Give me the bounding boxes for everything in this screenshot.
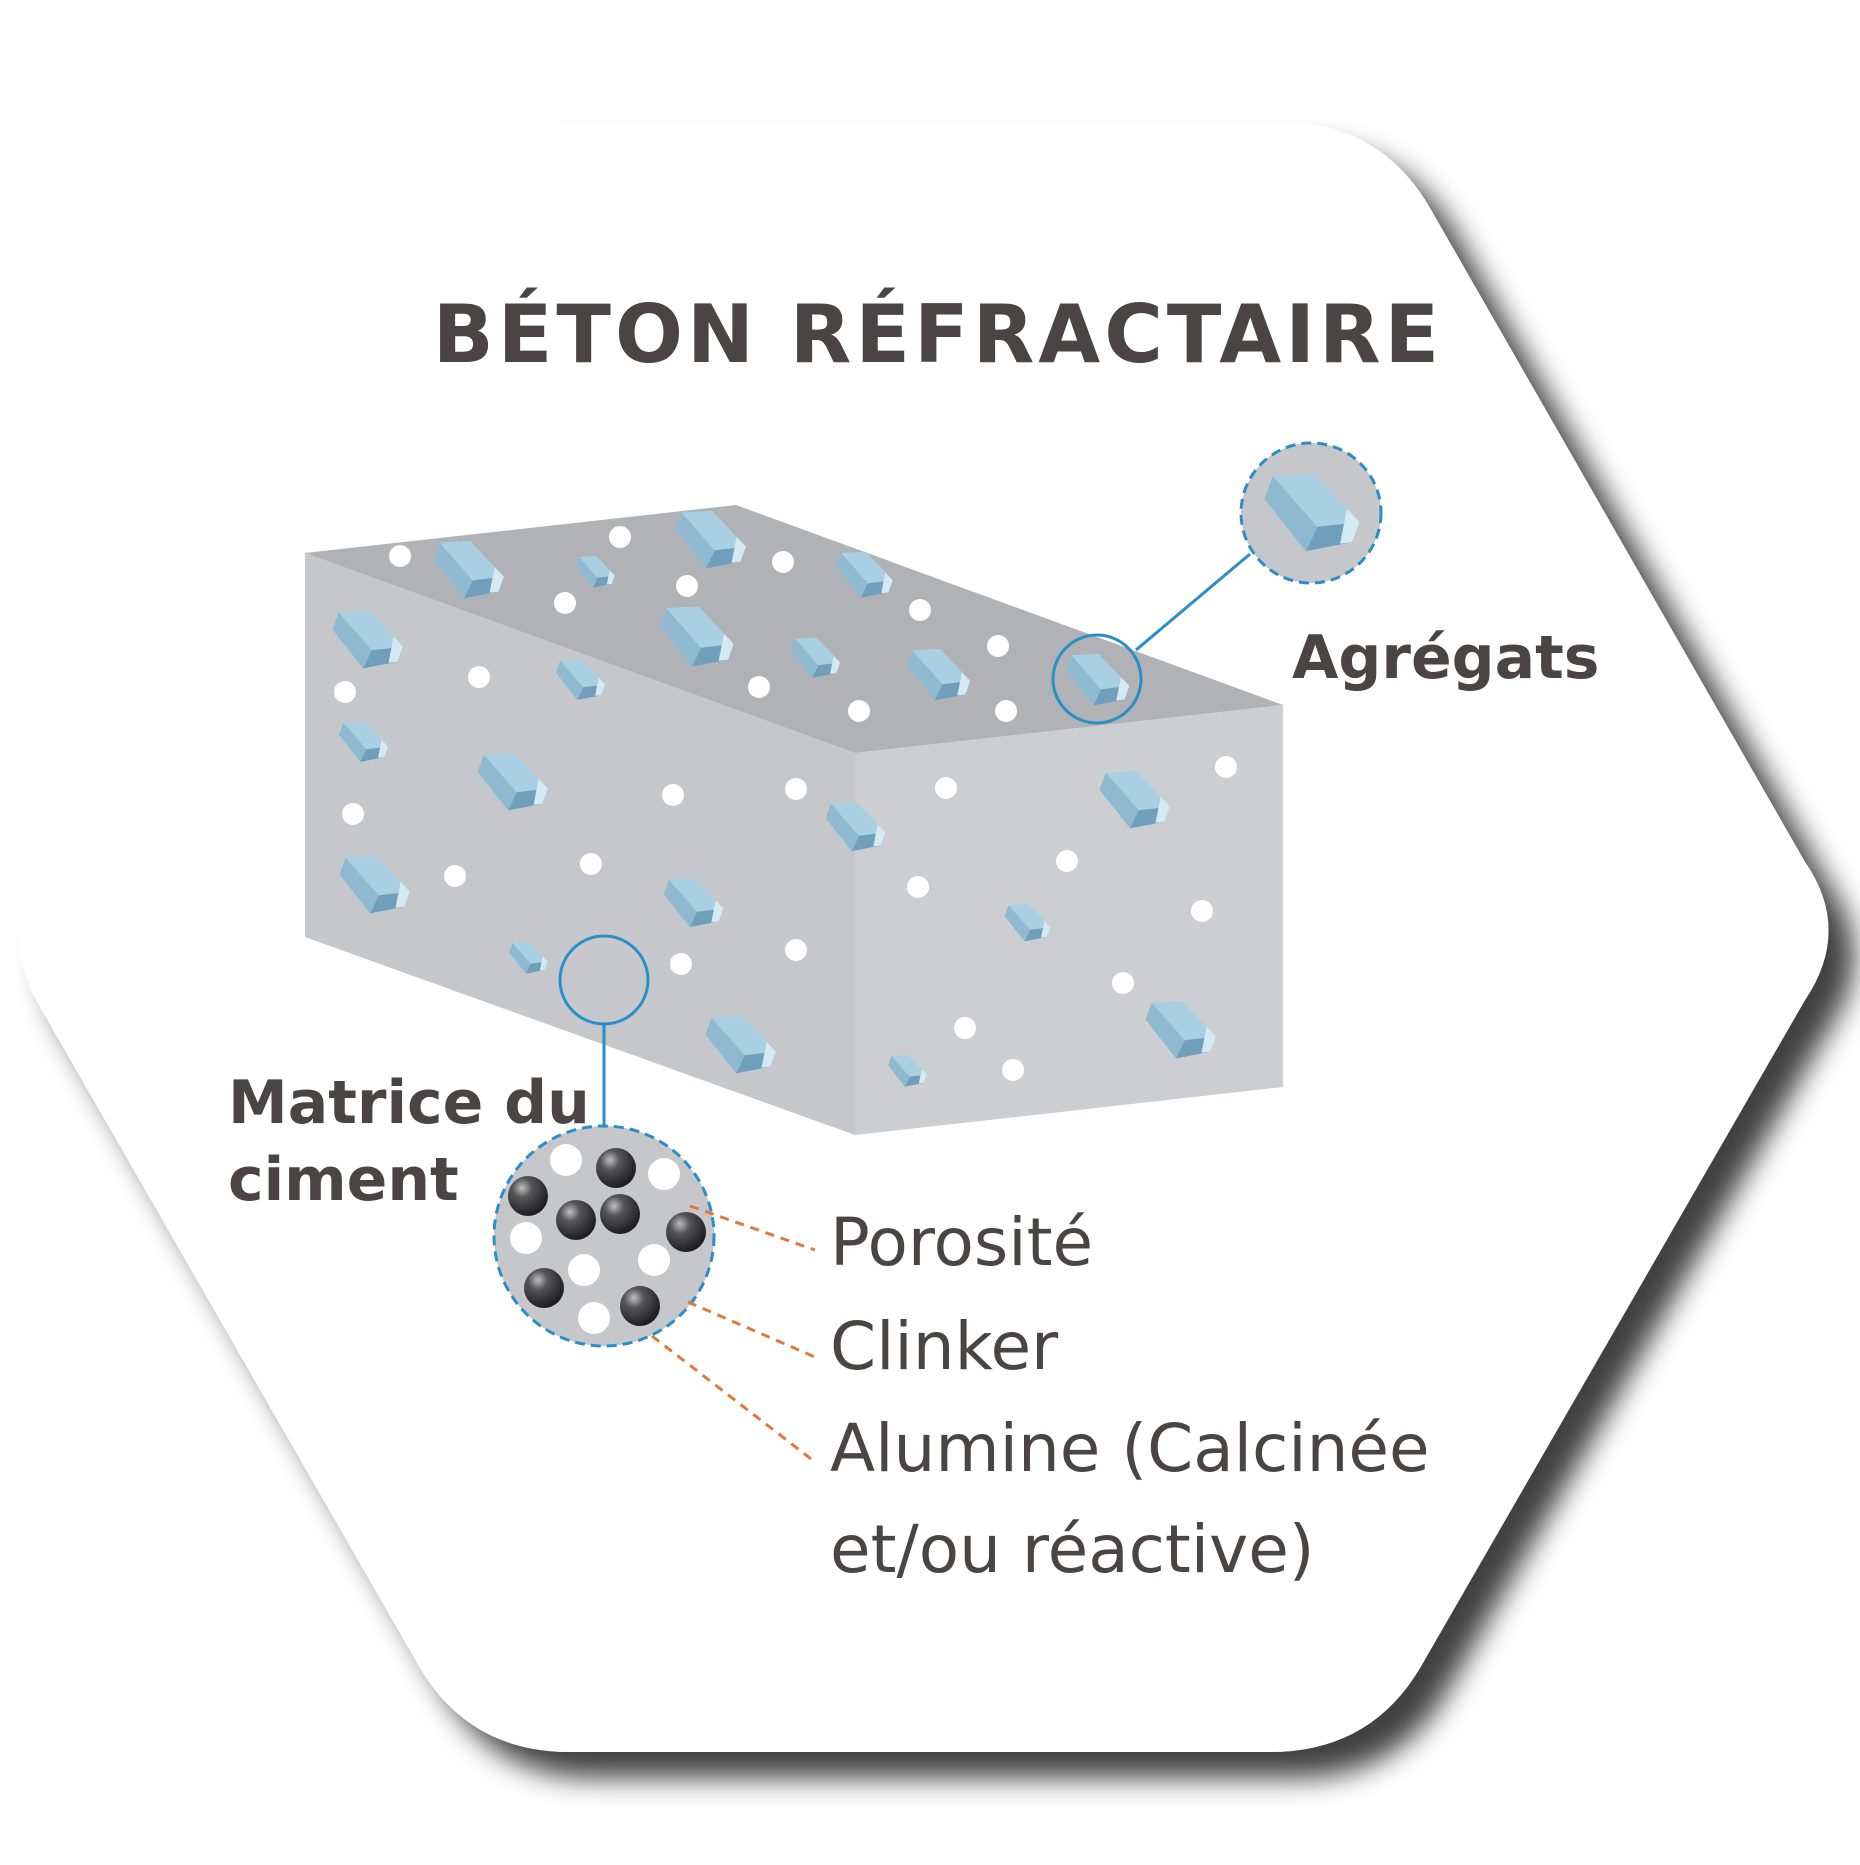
pore <box>676 575 698 597</box>
leader-lines <box>651 1204 816 1464</box>
clinker-particle <box>596 1148 636 1188</box>
pore <box>954 1017 976 1039</box>
clinker-particle <box>524 1268 564 1308</box>
pore <box>334 681 356 703</box>
pore <box>670 953 692 975</box>
pore <box>389 545 411 567</box>
aggregate-connector-line <box>1135 552 1251 652</box>
pore <box>785 778 807 800</box>
pore <box>935 777 957 799</box>
aggregates-label: Agrégats <box>1292 623 1600 693</box>
porosity-leader-line <box>689 1204 816 1252</box>
pore-particle <box>568 1254 600 1286</box>
pore <box>907 876 929 898</box>
clinker-particle <box>508 1176 548 1216</box>
alumina-leader-line <box>651 1334 816 1464</box>
porosity-label: Porosité <box>830 1204 1093 1281</box>
aggregate-callout: Agrégats <box>1051 441 1600 725</box>
pore-particle <box>510 1222 542 1254</box>
pore <box>785 939 807 961</box>
pore <box>342 803 364 825</box>
pore-particle <box>550 1144 582 1176</box>
pore <box>1215 756 1237 778</box>
clinker-particle <box>666 1212 706 1252</box>
alumina-label-line1: Alumine (Calcinée <box>830 1410 1430 1487</box>
clinker-leader-line <box>687 1300 816 1359</box>
pore <box>468 666 490 688</box>
cement-matrix-callout: Matrice du ciment Porosité Clinker <box>228 934 1430 1588</box>
block-top-face <box>305 505 1283 753</box>
clinker-particle <box>620 1286 660 1326</box>
pore <box>580 853 602 875</box>
clinker-particles <box>508 1148 706 1326</box>
pore-particle <box>578 1302 610 1334</box>
pore <box>662 784 684 806</box>
clinker-particle <box>556 1200 596 1240</box>
pore <box>1002 1059 1024 1081</box>
page-title: BÉTON RÉFRACTAIRE <box>433 287 1443 381</box>
pore <box>909 599 931 621</box>
cement-matrix-label-line1: Matrice du <box>228 1068 590 1138</box>
porosity-particles <box>510 1144 680 1334</box>
block-front-face <box>305 553 855 1135</box>
pore <box>1191 900 1213 922</box>
pore <box>1056 850 1078 872</box>
pore <box>1112 972 1134 994</box>
cement-matrix-label-line2: ciment <box>228 1145 459 1215</box>
clinker-particle <box>600 1194 640 1234</box>
pore <box>987 635 1009 657</box>
pore <box>609 526 631 548</box>
pore <box>995 700 1017 722</box>
pore <box>444 865 466 887</box>
pores <box>334 526 1237 1081</box>
pore <box>748 676 770 698</box>
pore <box>554 592 576 614</box>
pore <box>772 551 794 573</box>
pore-particle <box>638 1244 670 1276</box>
clinker-label: Clinker <box>830 1308 1059 1385</box>
aggregate-highlight-ring <box>1051 633 1143 725</box>
alumina-label-line2: et/ou réactive) <box>830 1511 1315 1588</box>
pore-particle <box>648 1158 680 1190</box>
pore <box>848 700 870 722</box>
